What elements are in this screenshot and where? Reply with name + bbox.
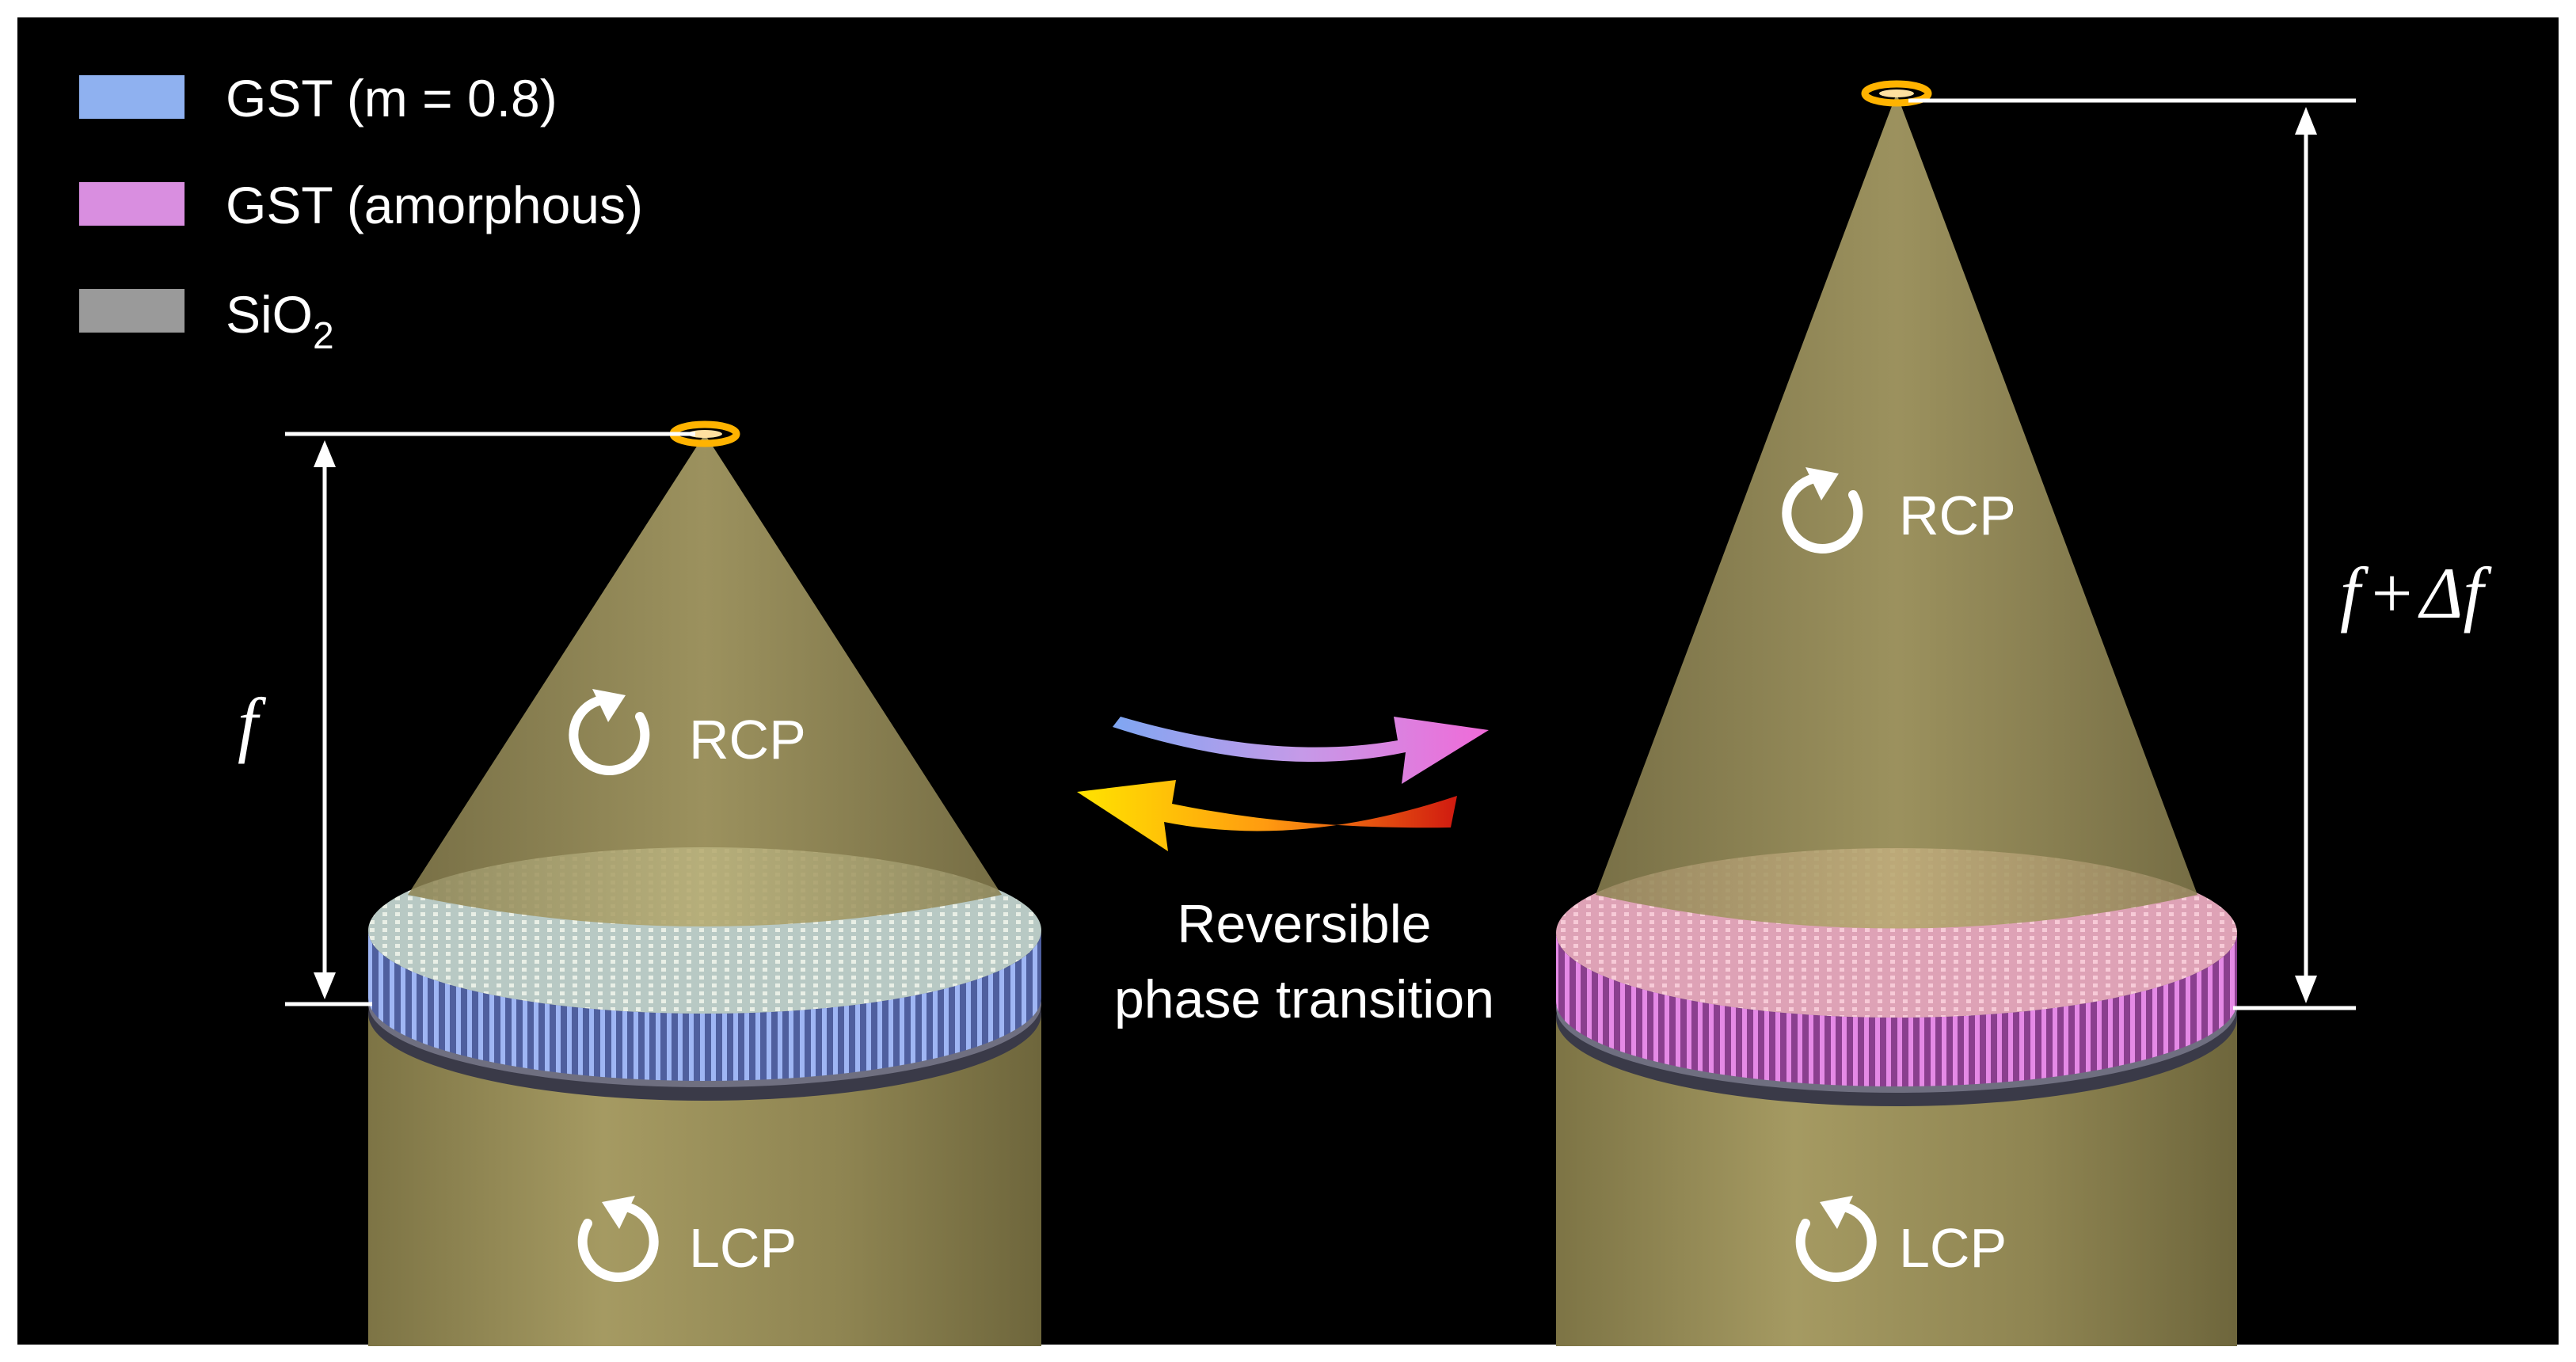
transition-label-line2: phase transition [1114,969,1494,1029]
legend-swatch-sio2 [79,289,185,333]
right-focus-spot [1861,80,1932,107]
left-rcp-circular-arrow-icon [569,689,650,775]
left-focused-beam-cone [408,434,1002,926]
right-rcp-circular-arrow-icon [1782,467,1863,554]
left-gst-pillar-ring [368,930,1041,1081]
forward-arrow-icon [1113,717,1489,784]
legend-swatch-gst-amorphous [79,182,185,226]
transition-label-line1: Reversible [1177,894,1431,954]
right-lower-polarization-label: LCP [1899,1217,2007,1279]
right-focal-length-double-headed-arrow-icon [2295,107,2317,1003]
legend-label-sio2: SiO2 [226,285,334,357]
phase-transition-arrows: Reversible phase transition [1077,717,1494,1029]
legend: GST (m = 0.8) GST (amorphous) SiO2 [79,69,643,357]
left-lcp-circular-arrow-icon [577,1196,659,1282]
right-lens: RCP LCP f+Δf [1556,80,2492,1346]
left-upper-polarization-label: RCP [689,709,806,770]
legend-swatch-gst-m08 [79,75,185,119]
right-upper-polarization-label: RCP [1899,485,2016,546]
reverse-arrow-icon [1077,780,1457,851]
left-lower-polarization-label: LCP [689,1217,797,1279]
legend-label-gst-m08: GST (m = 0.8) [226,69,557,127]
legend-label-gst-amorphous: GST (amorphous) [226,176,643,234]
right-focused-beam-cone [1596,93,2197,929]
left-lens: RCP LCP f [238,420,1041,1346]
right-lcp-circular-arrow-icon [1795,1196,1877,1282]
left-focal-length-double-headed-arrow-icon [314,440,336,999]
right-gst-pillar-ring [1556,933,2237,1086]
